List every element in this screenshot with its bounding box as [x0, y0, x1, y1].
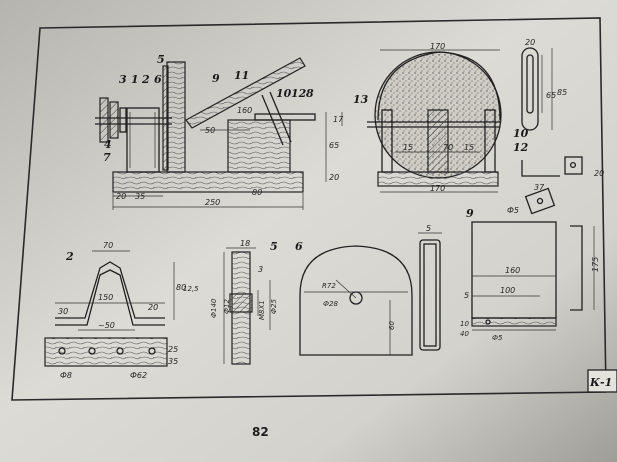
dim-18: 18: [240, 239, 250, 248]
dim-250: 250: [205, 198, 220, 207]
part-5-label: 5: [157, 53, 165, 66]
part-12-label: 12: [291, 87, 307, 100]
sheet-code-box: [587, 369, 617, 393]
angle-bracket: [521, 156, 583, 215]
front-view: [367, 49, 502, 193]
dim-20e: 20: [148, 303, 158, 312]
slotted-strip: [521, 47, 553, 131]
rest-plate: [471, 221, 557, 331]
dim-65a: 65: [329, 141, 339, 150]
dim-70a: 70: [443, 143, 453, 152]
sheet-code: К-1: [589, 376, 612, 389]
dim-170-top: 170: [430, 42, 445, 51]
dim-phi5a: Ф5: [507, 206, 519, 215]
dim-80a: 80: [252, 188, 262, 197]
part-5b-label: 5: [270, 240, 278, 253]
dim-175: 175: [591, 257, 600, 272]
dim-15a: 15: [403, 143, 413, 152]
part-10-label: 10: [276, 87, 292, 100]
dim-20a: 20: [116, 192, 126, 201]
dim-12-5: 12,5: [183, 285, 199, 293]
dim-35b: 35: [168, 357, 178, 366]
dim-phi5b: Ф5: [492, 334, 503, 342]
dim-phi28: Ф28: [323, 300, 338, 308]
part-9b-label: 9: [466, 207, 474, 220]
dim-m8x1: М8Х1: [258, 300, 266, 320]
part-6-label: 6: [154, 73, 162, 86]
dim-160b: 160: [505, 266, 520, 275]
dim-80b: 80: [176, 283, 186, 292]
page-number: 82: [252, 425, 269, 439]
pedal-lever: [185, 57, 306, 129]
part-7-label: 7: [103, 151, 111, 164]
dim-50a: 50: [205, 126, 215, 135]
post: [166, 61, 186, 173]
dim-5b: 5: [464, 291, 469, 300]
dim-100: 100: [500, 286, 515, 295]
dim-65b: 65: [546, 91, 556, 100]
dim-5a: 5: [426, 224, 431, 233]
part-13-label: 13: [353, 93, 369, 106]
base-board: [112, 171, 304, 193]
dim-phi12: Ф12: [223, 299, 231, 314]
dim-20d: 20: [594, 169, 604, 178]
dim-phi140: Ф140: [210, 298, 218, 318]
main-side-view: [95, 57, 343, 210]
dim-60: 60: [388, 321, 396, 330]
dim-3: 3: [258, 265, 263, 274]
part-2b-label: 2: [65, 250, 74, 263]
dim-10: 10: [460, 320, 469, 328]
part-1-label: 1: [131, 73, 139, 86]
dim-25a: 25: [168, 345, 178, 354]
dim-160a: 160: [237, 106, 252, 115]
dim-phi8: Ф8: [60, 371, 72, 380]
dim-15b: 15: [464, 143, 474, 152]
tool-rest-block: [227, 119, 291, 173]
part-3-label: 3: [119, 73, 127, 86]
part-2-label: 2: [141, 73, 150, 86]
dim-37: 37: [534, 183, 545, 192]
dim-85: 85: [557, 88, 567, 97]
part-10b-label: 10: [513, 127, 529, 140]
side-strip: [418, 232, 442, 351]
dim-30: 30: [58, 307, 68, 316]
dim-170-bottom: 170: [430, 184, 445, 193]
part-11-label: 11: [234, 69, 249, 82]
wheel-guard: [299, 245, 413, 356]
pulley: [99, 97, 109, 143]
part-9-label: 9: [212, 72, 220, 85]
dim-150: 150: [98, 293, 113, 302]
dim-35: 35: [135, 192, 145, 201]
dim-50t: ~50: [98, 321, 115, 330]
dim-phi62: Ф62: [130, 371, 147, 380]
post-section: [223, 247, 271, 365]
handle: [570, 225, 595, 311]
dim-40: 40: [460, 330, 469, 338]
part-12b-label: 12: [513, 141, 529, 154]
part-6b-label: 6: [295, 240, 303, 253]
part-4-label: 4: [104, 138, 112, 151]
dim-17: 17: [333, 115, 344, 124]
bracket: [126, 107, 160, 173]
part-8-label: 8: [306, 87, 314, 100]
dim-phi25: Ф25: [270, 299, 278, 314]
dim-20b: 20: [329, 173, 339, 182]
dim-20c: 20: [525, 38, 535, 47]
bracket-detail: [44, 250, 175, 367]
dim-70b: 70: [103, 241, 113, 250]
dim-r72: R72: [322, 282, 336, 290]
